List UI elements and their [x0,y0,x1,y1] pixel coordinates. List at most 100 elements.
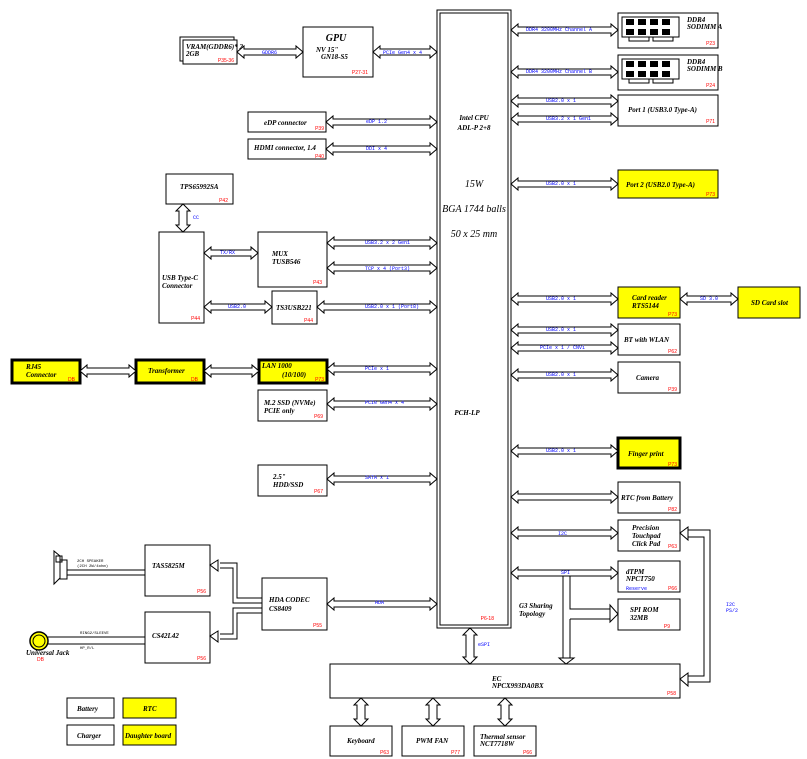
arrow-ec-keyboard [352,697,370,727]
camera-page: P39 [668,387,677,393]
mux-block[interactable]: MUX TUSB546 P43 [257,231,328,288]
gpu-block[interactable]: GPU NV 15" GN18-S5 P27-31 [302,26,374,78]
arrow-finger [510,443,619,459]
vram-block[interactable]: VRAM(GDDR6)* 2 2GB P35-36 [179,36,243,65]
sdslot-block[interactable]: SD Card slot [737,286,801,319]
hdd-block[interactable]: 2.5" HDD/SSD P67 [257,464,328,497]
hdmi-label: HDMI connector, 1.4 [253,144,316,152]
arrow-txrx [203,245,259,261]
bus-cardreader: USB2.0 x 1 [546,296,576,302]
spirom-block[interactable]: SPI ROM 32MB P9 [617,598,681,631]
thermal-block[interactable]: Thermal sensor NCT7718W P66 [473,725,537,757]
arrow-bt-usb [510,322,619,338]
arrow-sd [679,291,739,307]
bus-gddr6: GDDR6 [262,50,277,56]
rj45-block[interactable]: RJ45 Connector DB [10,358,82,385]
cardreader-line-1: Card reader [632,294,667,302]
keyboard-page: P63 [380,750,389,756]
bus-hdd: SATA x 1 [365,475,389,481]
arrow-hda [326,596,438,612]
mux-line-2: TUSB546 [272,258,301,266]
hdd-line-1: 2.5" [272,473,286,481]
port2-block[interactable]: Port 2 (USB2.0 Type-A) P73 [617,169,719,199]
ddr-b-block[interactable]: DDR4 SODIMM B P24 [617,54,723,91]
legend-charger: Charger [66,724,115,746]
ec-block[interactable]: EC NPCX993DA0BX P58 [329,663,681,699]
port1-label: Port 1 (USB3.0 Type-A) [628,106,697,114]
typec-page: P44 [191,316,200,322]
arrow-spi [510,565,619,581]
arrow-lan-cpu [326,361,438,377]
gpu-model-2: GN18-S5 [321,53,348,61]
rj45-line-2: Connector [26,371,57,379]
bus-spi: SPI [561,570,570,576]
tpm-note: Reserve [626,586,647,592]
hdmi-block[interactable]: HDMI connector, 1.4 P40 [247,138,327,160]
lan-block[interactable]: LAN 1000 (10/100) P73 [257,358,329,385]
codec-line-2: CS8409 [269,605,292,613]
cardreader-line-2: RTS5144 [631,302,659,310]
camera-block[interactable]: Camera P39 [617,361,681,394]
typec-line-2: Connector [162,282,193,290]
codec-block[interactable]: HDA CODEC CS8409 P55 [261,577,328,631]
bus-sd: SD 3.0 [700,296,718,302]
fan-block[interactable]: PWM FAN P77 [401,725,465,757]
thermal-page: P66 [523,750,532,756]
legend-daughter-board: Daughter board [122,724,177,746]
jack-signal-1: RING2/SLEEVE [80,631,109,636]
hdd-line-2: HDD/SSD [272,481,303,489]
ddr-a-block[interactable]: DDR4 SODIMM A P23 [617,12,723,49]
cpu-block[interactable]: Intel CPU ADL-P 2+8 15W BGA 1744 balls 5… [436,9,512,629]
bus-hda: HDA [375,600,384,606]
vram-line-2: 2GB [185,50,200,58]
rtc-block[interactable]: RTC from Battery P82 [617,481,681,514]
svg-text:RTC: RTC [142,705,157,713]
codec-page: P55 [313,623,322,629]
ddr-b-line-2: SODIMM B [687,65,723,73]
ts3-block[interactable]: TS3USB221 P44 [271,290,318,325]
cpu-size: 50 x 25 mm [451,229,497,240]
tpm-line-1: dTPM [626,568,645,576]
fingerprint-block[interactable]: Finger print P73 [616,436,682,470]
spirom-page: P9 [664,624,670,630]
arrow-gpu-cpu [372,44,438,60]
bus-txrx: TX/RX [220,250,235,256]
vram-line-1: VRAM(GDDR6)* 2 [186,43,243,51]
arrow-transformer-lan [203,363,260,379]
ssd-block[interactable]: M.2 SSD (NVMe) PCIE only P69 [257,389,328,422]
keyboard-block[interactable]: Keyboard P63 [329,725,393,757]
arrow-ddr-b [510,64,619,80]
bus-gpu-pcie: PCIe Gen4 x 4 [383,50,422,56]
arrow-edp [325,114,438,130]
bus-ec-ps2: PS/2 [726,608,738,614]
bus-finger: USB2.0 x 1 [546,448,576,454]
bus-port2: USB2.0 x 1 [546,181,576,187]
codec-line-1: HDA CODEC [268,596,310,604]
ec-line-2: NPCX993DA0BX [491,682,544,690]
amp-label: TAS5825M [152,562,185,570]
transformer-page: DB [191,377,199,383]
tpm-block[interactable]: dTPM NPCT750 Reserve P66 [617,560,681,593]
vram-page: P35-36 [218,58,234,64]
cardreader-block[interactable]: Card reader RTS5144 P73 [617,286,681,319]
bt-block[interactable]: BT with WLAN P62 [617,323,681,356]
arrow-rj45-transformer [79,363,137,379]
port1-page: P71 [706,119,715,125]
camera-label: Camera [636,374,659,382]
arrow-touchpad [510,525,619,541]
touchpad-block[interactable]: Precision Touchpad Click Pad P63 [617,519,681,552]
g3-line-1: G3 Sharing [519,602,553,610]
arrow-ec-thermal [496,697,514,727]
ddr-a-line-1: DDR4 [686,16,706,24]
port1-block[interactable]: Port 1 (USB3.0 Type-A) P71 [617,94,719,127]
gpu-page: P27-31 [352,70,368,76]
transformer-block[interactable]: Transformer DB [134,358,206,385]
pd-label: TPS65992SA [180,183,219,191]
universal-jack-icon [29,631,49,651]
pd-controller-block[interactable]: TPS65992SA P42 [165,173,234,205]
typec-block[interactable]: USB Type-C Connector P44 [158,231,205,324]
hp-block[interactable]: CS42L42 P56 [144,611,211,664]
amp-block[interactable]: TAS5825M P56 [144,544,211,597]
edp-block[interactable]: eDP connector P39 [247,111,327,133]
jack-signal-2: HP_R/L [80,646,95,651]
